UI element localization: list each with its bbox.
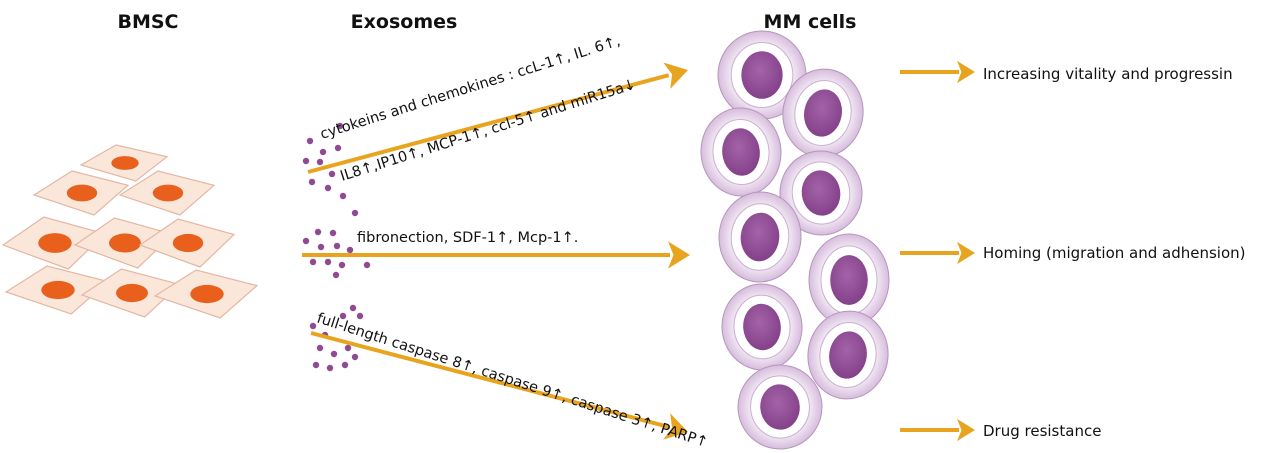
outcome-vitality: Increasing vitality and progressin <box>983 65 1233 83</box>
middle-pathway-arrow-head <box>668 241 690 269</box>
mm-cell-nucleus-icon <box>743 303 781 351</box>
mm-cell-nucleus-icon <box>760 384 800 430</box>
mm-cell-nucleus-icon <box>740 212 780 262</box>
stromal-nucleus-icon <box>109 233 141 253</box>
outcome-homing: Homing (migration and adhension) <box>983 244 1246 262</box>
stromal-nucleus-icon <box>190 284 224 304</box>
stromal-nucleus-icon <box>111 156 139 170</box>
exosome-dot-icon <box>334 144 342 152</box>
mm-cell-nucleus-icon <box>829 331 867 379</box>
stromal-nucleus-icon <box>116 283 148 303</box>
exosome-dot-icon <box>346 246 354 254</box>
exosome-dot-icon <box>336 122 344 130</box>
mm-cell-icon <box>808 233 890 327</box>
top-pathway-arrow-head <box>663 62 688 89</box>
exosome-dot-icon <box>344 344 352 352</box>
exosomes-header: Exosomes <box>351 11 458 33</box>
mm-cell-nucleus-icon <box>830 255 868 305</box>
exosome-dot-icon <box>356 312 364 320</box>
exosome-dot-icon <box>316 344 324 352</box>
exosome-dots-icon <box>302 122 371 372</box>
exosome-dot-icon <box>302 157 310 165</box>
exosome-dot-icon <box>309 258 317 266</box>
mm-cells-cluster <box>700 30 890 450</box>
outcome-drug-resistance: Drug resistance <box>983 422 1101 440</box>
arrows <box>302 60 975 442</box>
exosome-dot-icon <box>339 192 347 200</box>
exosome-dot-icon <box>316 158 324 166</box>
mm-cell-nucleus-icon <box>801 170 841 216</box>
top-pathway-arrow <box>307 73 670 174</box>
exosome-dot-icon <box>312 361 320 369</box>
mm-cells-header: MM cells <box>764 11 857 33</box>
stromal-nucleus-icon <box>41 280 75 300</box>
bottom-pathway-arrow <box>310 331 670 429</box>
stromal-nucleus-icon <box>172 233 204 253</box>
mm-cell-icon <box>779 150 863 236</box>
mm-cell-nucleus-icon <box>722 128 760 176</box>
exosome-dot-icon <box>332 271 340 279</box>
exosome-dot-icon <box>306 137 314 145</box>
exosome-dot-icon <box>339 312 347 320</box>
bottom-pathway-arrow-head <box>663 413 688 440</box>
bmsc-cluster-icon <box>1 144 259 319</box>
exosome-dot-icon <box>317 243 325 251</box>
mm-cell-icon <box>700 107 782 197</box>
top-pathway-label-line2: IL8↑,IP10↑, MCP-1↑, ccl-5↑ and miR15a↓ <box>338 77 637 185</box>
exosome-dot-icon <box>363 261 371 269</box>
drug-outcome-arrow-head <box>957 418 975 442</box>
exosome-dot-icon <box>341 361 349 369</box>
homing-outcome-arrow-head <box>957 241 975 265</box>
mm-cell-nucleus-icon <box>741 51 783 99</box>
exosome-dot-icon <box>314 228 322 236</box>
exosome-dot-icon <box>333 242 341 250</box>
exosome-dot-icon <box>326 364 334 372</box>
exosome-dot-icon <box>324 184 332 192</box>
exosome-dot-icon <box>302 237 310 245</box>
stromal-nucleus-icon <box>38 233 72 253</box>
exosome-dot-icon <box>309 322 317 330</box>
stromal-nucleus-icon <box>66 184 98 202</box>
mm-cell-icon <box>718 191 802 283</box>
mm-cell-nucleus-icon <box>804 89 842 137</box>
exosome-dot-icon <box>324 258 332 266</box>
exosome-dot-icon <box>308 178 316 186</box>
exosome-dot-icon <box>349 304 357 312</box>
mm-cell-icon <box>721 283 803 371</box>
bmsc-header: BMSC <box>117 11 178 33</box>
exosome-dot-icon <box>330 350 338 358</box>
exosome-dot-icon <box>319 148 327 156</box>
bottom-pathway-label: full-length caspase 8↑, caspase 9↑, casp… <box>315 311 710 451</box>
exosome-dot-icon <box>351 209 359 217</box>
exosome-dot-icon <box>329 229 337 237</box>
exosome-dot-icon <box>338 261 346 269</box>
exosome-dot-icon <box>328 170 336 178</box>
exosome-dot-icon <box>351 353 359 361</box>
stromal-nucleus-icon <box>152 184 184 202</box>
vitality-outcome-arrow-head <box>957 60 975 84</box>
mm-cell-icon <box>807 310 889 400</box>
mm-cell-icon <box>737 364 823 450</box>
middle-pathway-label: fibronection, SDF-1↑, Mcp-1↑. <box>357 230 578 246</box>
